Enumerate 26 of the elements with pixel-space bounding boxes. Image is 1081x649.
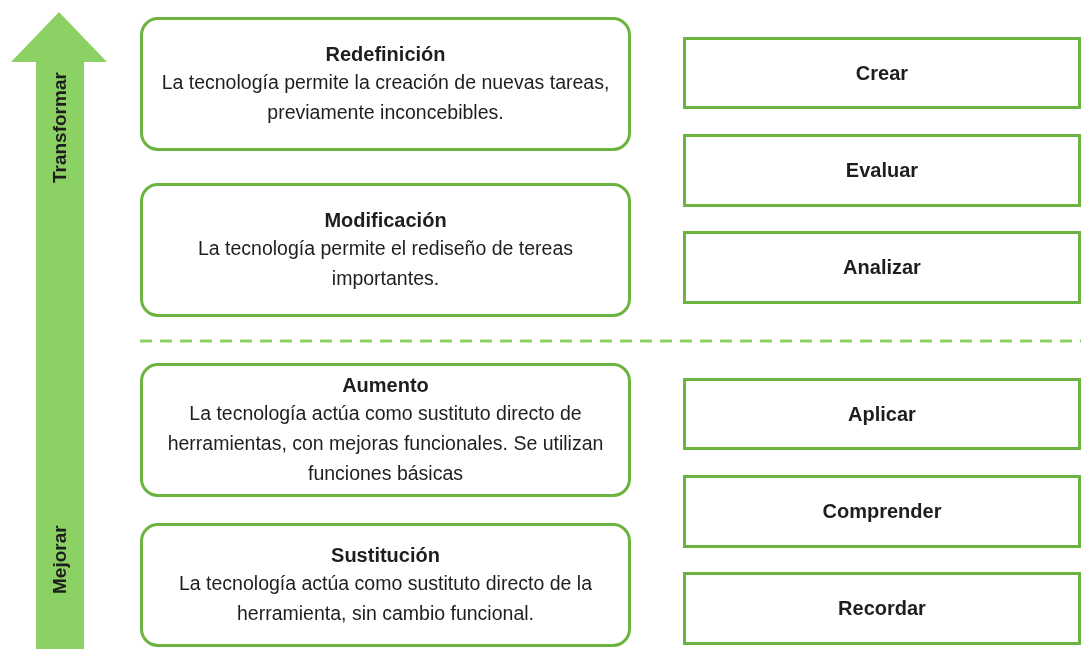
verb-label: Analizar — [843, 256, 921, 279]
verb-box — [683, 572, 1081, 645]
verb-box — [683, 134, 1081, 207]
verb-box — [683, 231, 1081, 304]
side-label: Transformar — [48, 71, 71, 185]
verb-label: Evaluar — [845, 159, 919, 182]
level-box — [140, 363, 631, 497]
level-box — [140, 523, 631, 647]
level-box — [140, 17, 631, 151]
verb-label: Aplicar — [848, 402, 916, 426]
level-box — [140, 183, 631, 317]
verb-label: Recordar — [838, 597, 926, 620]
level-description: La tecnología actúa como sustituto directo de herramientas, con mejoras funcionales. Se utilizan funciones básicas — [166, 401, 605, 486]
level-title: Modificación — [324, 208, 447, 233]
level-title: Aumento — [342, 373, 429, 398]
level-description: La tecnología permite el rediseño de tereas importantes. — [196, 236, 575, 291]
verb-label: Crear — [855, 61, 909, 85]
verb-box — [683, 475, 1081, 548]
level-description: La tecnología actúa como sustituto directo de la herramienta, sin cambio funcional. — [178, 571, 593, 626]
verb-box — [683, 37, 1081, 109]
level-title: Redefinición — [325, 42, 446, 67]
level-title: Sustitución — [331, 543, 440, 568]
side-label: Mejorar — [48, 524, 71, 597]
level-description: La tecnología permite la creación de nuevas tareas, previamente inconcebibles. — [160, 70, 611, 125]
verb-box — [683, 378, 1081, 450]
verb-label: Comprender — [822, 500, 942, 523]
